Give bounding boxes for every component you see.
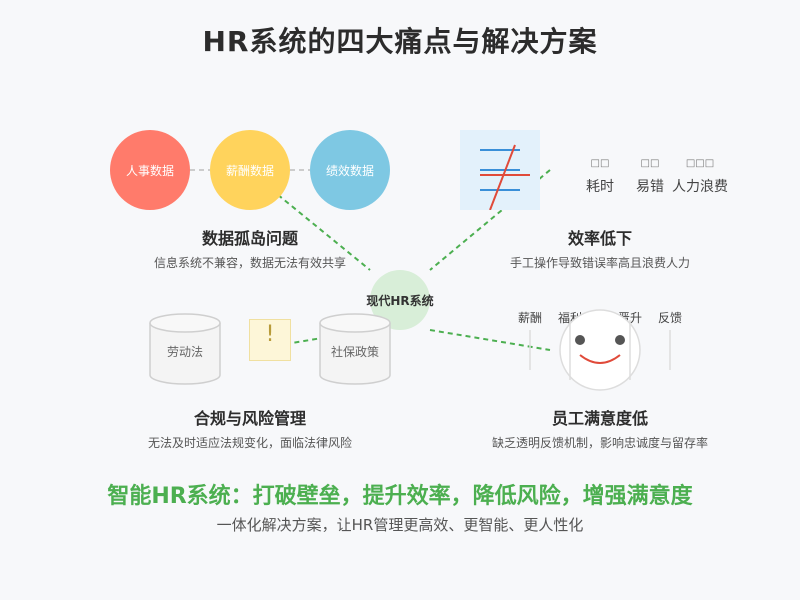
satisfaction-caption: 员工满意度低: [551, 409, 648, 428]
dashed-link-silo: [249, 171, 371, 271]
social-security-label: 社保政策: [330, 345, 379, 359]
data-silo-caption: 数据孤岛问题: [201, 229, 298, 248]
solution-subline: 一体化解决方案，让HR管理更高效、更智能、更人性化: [216, 516, 584, 534]
compliance-desc: 无法及时适应法规变化，面临法律风险: [147, 436, 352, 450]
metric-waste: 人力浪费: [672, 179, 728, 195]
warning-sign-icon: !: [249, 319, 291, 361]
metric-tiny-2: □□: [640, 158, 660, 169]
metric-error: 易错: [636, 179, 664, 195]
satisfaction-desc: 缺乏透明反馈机制，影响忠诚度与留存率: [491, 436, 708, 450]
social-security-cylinder-icon: [319, 313, 391, 385]
page-title: HR系统的四大痛点与解决方案: [202, 25, 598, 58]
efficiency-desc: 手工操作导致错误率高且浪费人力: [509, 256, 690, 270]
dashed-link-efficiency: [429, 169, 551, 271]
efficiency-chart-icon: [460, 130, 540, 210]
metric-tiny-3: □□□: [685, 158, 715, 169]
circle-label: 薪酬数据: [225, 163, 274, 178]
compliance-caption: 合规与风险管理: [193, 409, 306, 428]
metric-time: 耗时: [586, 179, 614, 195]
labor-law-label: 劳动法: [166, 345, 203, 359]
data-silo-desc: 信息系统不兼容，数据无法有效共享: [153, 256, 346, 270]
solution-headline: 智能HR系统：打破壁垒，提升效率，降低风险，增强满意度: [107, 484, 693, 509]
circle-performance-data: 绩效数据: [310, 130, 390, 210]
metric-tiny-1: □□: [590, 158, 610, 169]
warning-mark: !: [265, 322, 275, 347]
sat-label-feedback: 反馈: [657, 311, 682, 325]
center-node-label: 现代HR系统: [366, 294, 434, 308]
circle-salary-data: 薪酬数据: [210, 130, 290, 210]
efficiency-caption: 效率低下: [567, 229, 632, 248]
circle-label: 绩效数据: [325, 163, 374, 178]
circle-label: 人事数据: [125, 163, 174, 178]
sat-label-salary: 薪酬: [517, 311, 542, 325]
labor-law-cylinder-icon: [149, 313, 221, 385]
circle-personnel-data: 人事数据: [110, 130, 190, 210]
smiley-face-icon: [529, 309, 671, 391]
